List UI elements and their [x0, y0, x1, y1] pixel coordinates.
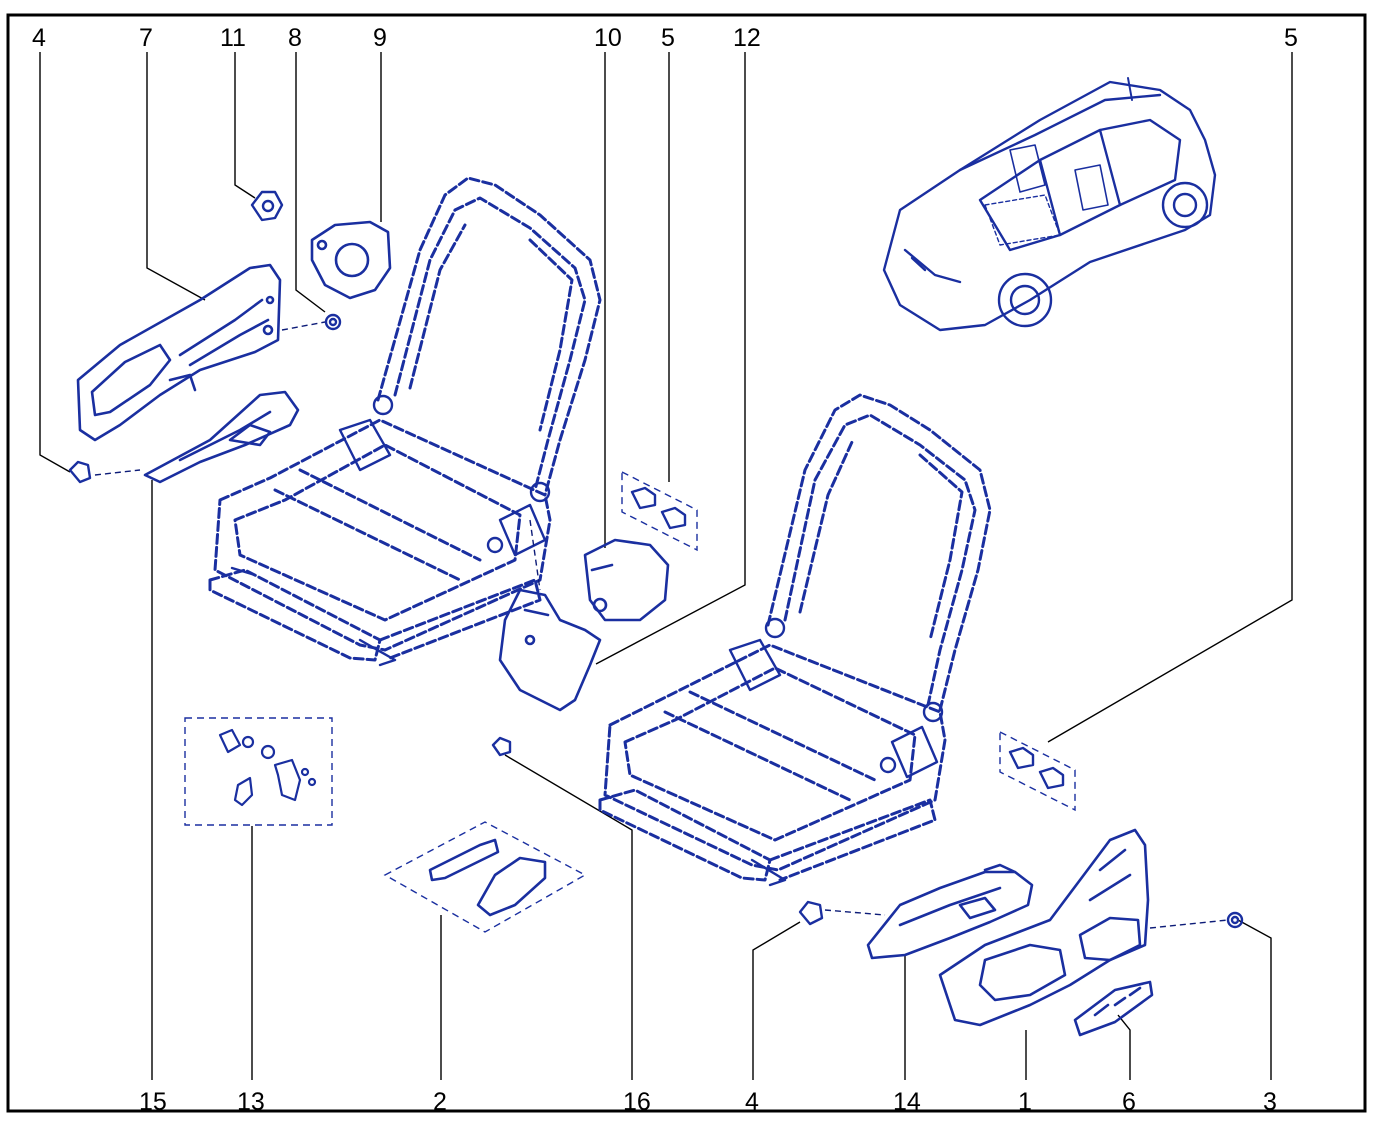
callout-label-7: 7	[139, 24, 153, 52]
right-seat-mechanism	[728, 617, 944, 887]
leader-4-top	[39, 52, 71, 473]
part-7-outer-side-trim	[76, 263, 282, 442]
callout-label-3: 3	[1263, 1088, 1277, 1116]
left-seat-mechanism	[230, 394, 551, 667]
part-12-bracket	[498, 588, 602, 712]
callout-label-2: 2	[433, 1088, 447, 1116]
leader-3	[1237, 919, 1272, 1080]
callout-label-13: 13	[237, 1088, 265, 1116]
part-13-mechanism-kit	[218, 728, 317, 807]
part-5-clips-left	[630, 486, 687, 530]
leader-dash-1-3	[1149, 919, 1229, 929]
part-9-recliner-cover	[310, 220, 392, 300]
callout-label-8: 8	[288, 24, 302, 52]
part-16-clip	[491, 736, 512, 757]
part-10-recliner-cover	[583, 538, 670, 622]
part-1-outer-side-trim	[938, 828, 1150, 1027]
leader-4-bottom	[752, 921, 801, 1080]
callout-label-12: 12	[733, 24, 761, 52]
callout-label-4-top: 4	[32, 24, 46, 52]
leader-5-top-right	[1047, 52, 1293, 743]
part-15-side-panel	[143, 390, 300, 484]
callout-label-1: 1	[1018, 1088, 1032, 1116]
right-seat-frame	[598, 393, 992, 882]
part-6-seat-switch	[1073, 980, 1154, 1037]
leader-lines	[39, 52, 1293, 1080]
leader-dash-7-8	[281, 321, 326, 331]
leader-7	[146, 52, 206, 301]
callout-label-14: 14	[893, 1088, 921, 1116]
parts	[68, 77, 1244, 1037]
leader-12	[595, 52, 746, 665]
leader-dash-4-14	[824, 909, 886, 916]
part-2-handle-kit	[428, 838, 547, 917]
left-seat-frame	[208, 176, 602, 662]
part-13-kit-box	[184, 717, 333, 826]
part-3-screw	[1226, 911, 1244, 929]
leader-dash-12	[529, 519, 541, 591]
callout-label-6: 6	[1122, 1088, 1136, 1116]
callout-label-4-bottom: 4	[745, 1088, 759, 1116]
part-14-side-panel	[866, 863, 1034, 960]
part-11-clip	[250, 190, 284, 222]
leader-11	[234, 52, 256, 199]
diagram-frame	[6, 13, 1367, 1113]
part-5-clips-right	[1008, 746, 1065, 790]
callout-label-10: 10	[594, 24, 622, 52]
part-8-screw	[324, 313, 342, 331]
callout-label-9: 9	[373, 24, 387, 52]
callout-label-11: 11	[220, 24, 246, 52]
part-5-kit-box-right	[999, 730, 1076, 812]
part-5-kit-box-left	[621, 470, 698, 552]
part-2-kit-box	[383, 821, 587, 933]
leader-16	[504, 754, 633, 1080]
callout-label-16: 16	[623, 1088, 651, 1116]
leader-dash-4-15	[94, 469, 141, 476]
part-4-clip-right	[798, 900, 824, 926]
vehicle-location-thumbnail	[882, 77, 1217, 332]
callout-label-15: 15	[139, 1088, 167, 1116]
part-4-clip-left	[68, 460, 92, 484]
leader-6	[1117, 1014, 1131, 1080]
callout-label-5-top-left: 5	[661, 24, 675, 52]
leader-8	[295, 52, 326, 313]
callout-label-5-top-right: 5	[1284, 24, 1298, 52]
